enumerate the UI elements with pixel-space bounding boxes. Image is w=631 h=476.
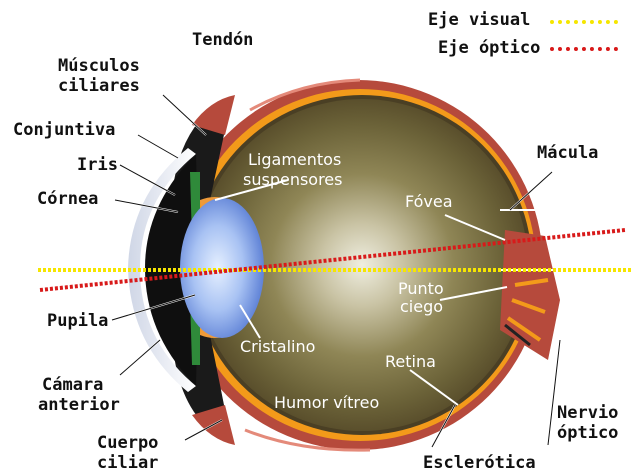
label-ciliary-muscles-line1: Músculos (58, 56, 140, 77)
legend-optical-axis-label: Eje óptico (438, 38, 540, 58)
label-fovea: Fóvea (405, 192, 453, 211)
legend-visual-axis-label: Eje visual (428, 10, 530, 30)
label-lens: Cristalino (240, 337, 315, 356)
label-sclera: Esclerótica (423, 453, 536, 474)
legend-visual-axis-swatch (550, 20, 618, 24)
label-cornea: Córnea (37, 189, 98, 210)
label-ciliary-body-line1: Cuerpo (97, 433, 158, 454)
label-suspensory-ligaments-line1: Ligamentos (248, 150, 341, 169)
label-optic-nerve-line1: Nervio (557, 403, 618, 424)
label-macula: Mácula (537, 143, 598, 164)
label-conjunctiva: Conjuntiva (13, 120, 115, 141)
label-optic-nerve-line2: óptico (557, 423, 618, 444)
label-iris: Iris (77, 155, 118, 176)
label-pupil: Pupila (47, 311, 108, 332)
label-retina: Retina (385, 352, 436, 371)
label-ciliary-body-line2: ciliar (97, 453, 158, 474)
label-suspensory-ligaments-line2: suspensores (243, 170, 342, 189)
legend-optical-axis-swatch (550, 47, 618, 51)
label-ciliary-muscles-line2: ciliares (58, 76, 140, 97)
label-blind-spot-line2: ciego (400, 297, 443, 316)
label-anterior-chamber-line1: Cámara (42, 375, 103, 396)
label-anterior-chamber-line2: anterior (38, 395, 120, 416)
label-blind-spot-line1: Punto (398, 279, 444, 298)
label-vitreous-humor: Humor vítreo (274, 393, 379, 412)
label-tendon: Tendón (192, 30, 253, 51)
